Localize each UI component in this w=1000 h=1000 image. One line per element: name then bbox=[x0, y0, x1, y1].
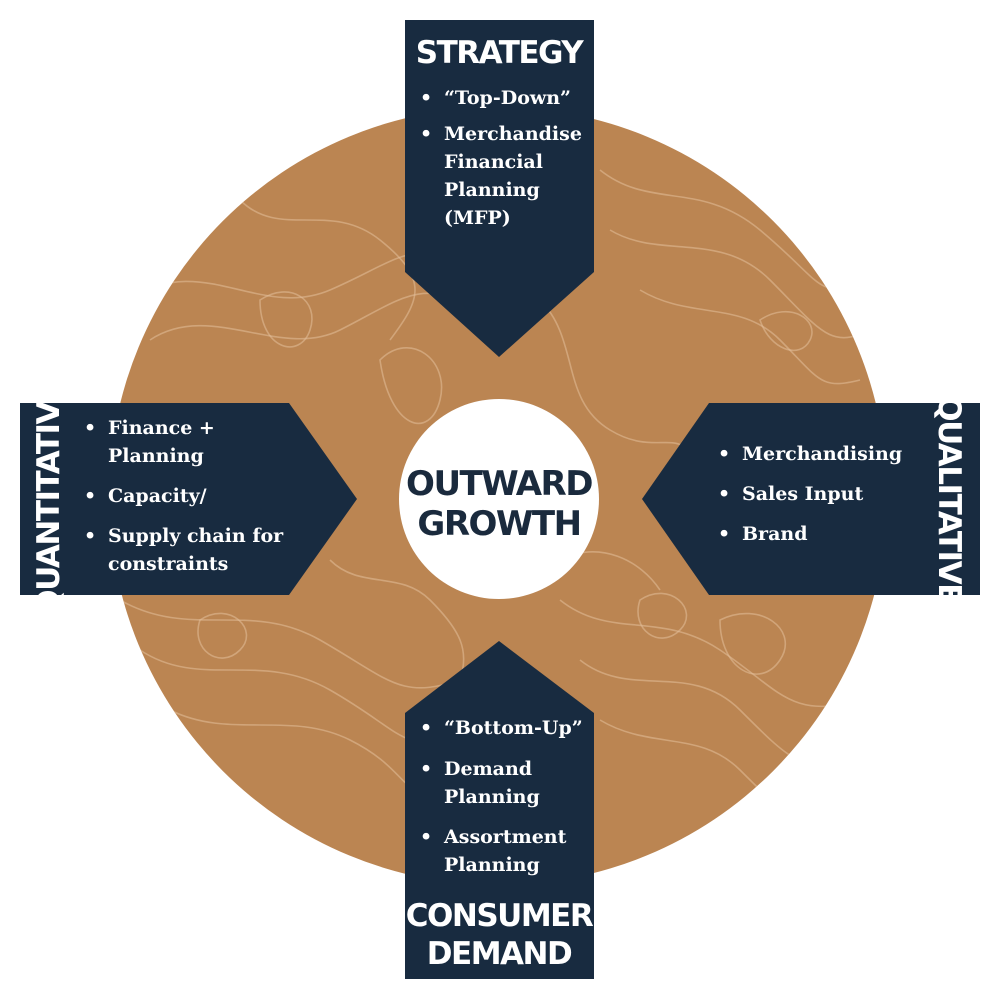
consumer-demand-bullet-3-line-2: Planning bbox=[444, 854, 540, 876]
svg-text:•: • bbox=[420, 717, 432, 739]
qualitative-bullet-1: Merchandising bbox=[742, 443, 902, 465]
qualitative-title: QUALITATIVE bbox=[931, 395, 967, 603]
svg-text:•: • bbox=[84, 417, 96, 439]
qualitative-bullet-2: Sales Input bbox=[742, 483, 863, 505]
strategy-arrow bbox=[405, 20, 594, 357]
svg-text:•: • bbox=[84, 525, 96, 547]
strategy-bullet-1-line-1: “Top-Down” bbox=[444, 87, 571, 109]
strategy-bullets: • “Top-Down” • Merchandise Financial Pla… bbox=[420, 87, 582, 229]
qualitative-bullet-3: Brand bbox=[742, 523, 807, 545]
svg-text:•: • bbox=[420, 123, 432, 145]
strategy-title: STRATEGY bbox=[416, 35, 585, 71]
qualitative-arrow bbox=[642, 403, 980, 595]
quantitative-bullet-1-line-2: Planning bbox=[108, 445, 204, 467]
quantitative-bullets: • Finance + Planning • Capacity/ • Suppl… bbox=[84, 417, 284, 575]
svg-text:•: • bbox=[718, 483, 730, 505]
qualitative-bullets: • Merchandising • Sales Input • Brand bbox=[718, 443, 902, 545]
strategy-bullet-2-line-1: Merchandise bbox=[444, 123, 582, 145]
svg-text:•: • bbox=[84, 485, 96, 507]
svg-text:•: • bbox=[420, 87, 432, 109]
consumer-demand-bullet-2-line-1: Demand bbox=[444, 758, 532, 780]
quantitative-arrow bbox=[20, 403, 357, 595]
consumer-demand-bullet-3-line-1: Assortment bbox=[443, 826, 567, 848]
consumer-demand-bullet-1-line-1: “Bottom-Up” bbox=[444, 717, 583, 739]
svg-text:•: • bbox=[718, 523, 730, 545]
svg-text:•: • bbox=[718, 443, 730, 465]
consumer-demand-title-line-2: DEMAND bbox=[427, 936, 572, 972]
consumer-demand-title-line-1: CONSUMER bbox=[406, 898, 594, 934]
quantitative-bullet-3-line-2: constraints bbox=[108, 553, 228, 575]
quantitative-title: QUANTITATIVE bbox=[31, 382, 67, 615]
consumer-demand-bullets: • “Bottom-Up” • Demand Planning • Assort… bbox=[420, 717, 583, 876]
svg-text:•: • bbox=[420, 758, 432, 780]
quantitative-bullet-3-line-1: Supply chain for bbox=[108, 525, 284, 547]
consumer-demand-bullet-2-line-2: Planning bbox=[444, 786, 540, 808]
consumer-demand-arrow bbox=[405, 641, 594, 979]
quantitative-bullet-2-line-1: Capacity/ bbox=[108, 485, 207, 507]
center-title-line-1: OUTWARD bbox=[406, 464, 592, 504]
center-title-line-2: GROWTH bbox=[417, 504, 580, 544]
quantitative-bullet-1-line-1: Finance + bbox=[108, 417, 215, 439]
strategy-bullet-2-line-2: Financial bbox=[444, 151, 543, 173]
strategy-bullet-2-line-3: Planning bbox=[444, 179, 540, 201]
svg-text:•: • bbox=[420, 826, 432, 848]
center-circle bbox=[399, 399, 599, 599]
strategy-bullet-2-line-4: (MFP) bbox=[444, 207, 511, 229]
